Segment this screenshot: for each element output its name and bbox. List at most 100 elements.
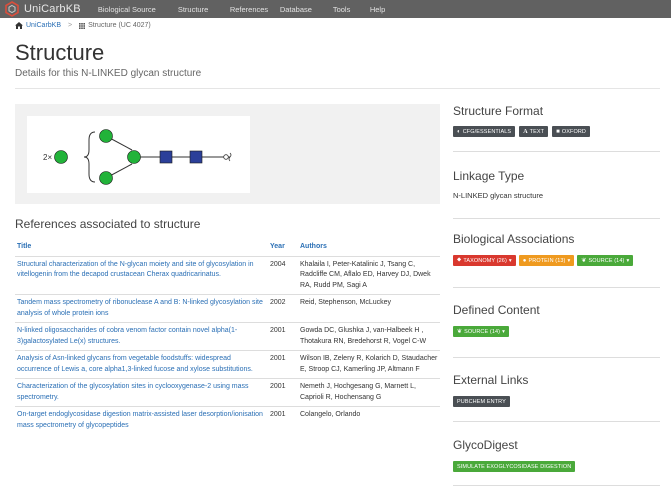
reference-title-link[interactable]: Structural characterization of the N-gly… (15, 255, 268, 295)
mannose-icon (54, 150, 68, 164)
nav-biological-source[interactable]: Biological Source (97, 4, 156, 14)
glcnac-icon (159, 150, 173, 164)
table-row: Analysis of Asn-linked glycans from vege… (15, 350, 440, 379)
reference-authors: Reid, Stephenson, McLuckey (298, 294, 440, 323)
glycodigest-heading: GlycoDigest (453, 438, 518, 452)
brand[interactable]: UniCarbKB (4, 1, 81, 17)
external-links-heading: External Links (453, 373, 529, 387)
table-row: Characterization of the glycosylation si… (15, 378, 440, 407)
glcnac-icon (189, 150, 203, 164)
linkage-type-section: Linkage Type N-LINKED glycan structure (453, 169, 660, 200)
table-row: Tandem mass spectrometry of ribonuclease… (15, 294, 440, 323)
leaf-icon: ❦ (457, 329, 463, 335)
glycan-diagram: 2× (43, 129, 232, 185)
defined-content-section: Defined Content ❦SOURCE (14)▾ (453, 303, 660, 337)
glycodigest-section: GlycoDigest SIMULATE EXOGLYCOSIDASE DIGE… (453, 438, 660, 472)
reference-year: 2001 (268, 378, 298, 407)
reference-title-link[interactable]: Tandem mass spectrometry of ribonuclease… (15, 294, 268, 323)
taxonomy-label: TAXONOMY (26) (463, 257, 507, 264)
reference-year: 2001 (268, 350, 298, 379)
header-divider (15, 88, 660, 89)
breadcrumb-current-label: Structure (UC 4027) (88, 22, 151, 29)
nav-database[interactable]: Database (279, 4, 312, 14)
protein-icon: ● (522, 257, 527, 264)
sidebar-divider (453, 485, 660, 486)
reference-authors: Gowda DC, Glushka J, van-Halbeek H , Tho… (298, 322, 440, 351)
oxford-format-label: OXFORD (561, 128, 586, 135)
breadcrumb-separator: > (68, 22, 73, 29)
mannose-icon (99, 171, 113, 185)
cfg-essentials-button[interactable]: ◐CFG/ESSENTIALS (453, 126, 516, 137)
sidebar-divider (453, 287, 660, 288)
reference-title-link[interactable]: Characterization of the glycosylation si… (15, 378, 268, 407)
sidebar-divider (453, 218, 660, 219)
table-row: On-target endoglycosidase digestion matr… (15, 406, 440, 434)
source-dropdown-button[interactable]: ❦SOURCE (14)▾ (577, 255, 634, 266)
oxford-format-button[interactable]: ■OXFORD (552, 126, 590, 137)
sidebar-divider (453, 357, 660, 358)
linkage-type-value: N-LINKED glycan structure (453, 191, 544, 200)
breadcrumb-current: Structure (UC 4027) (79, 22, 151, 29)
column-header-authors[interactable]: Authors (298, 238, 440, 257)
protein-dropdown-button[interactable]: ●PROTEIN (13)▾ (518, 255, 575, 266)
reference-title-link[interactable]: N-linked oligosaccharides of cobra venom… (15, 322, 268, 351)
references-table: Title Year Authors Structural characteri… (15, 238, 440, 434)
caret-down-icon: ▾ (508, 257, 512, 264)
column-header-year[interactable]: Year (268, 238, 298, 257)
simulate-digestion-button[interactable]: SIMULATE EXOGLYCOSIDASE DIGESTION (453, 461, 576, 472)
breadcrumb: UniCarbKB > Structure (UC 4027) (15, 22, 151, 29)
source-label: SOURCE (14) (588, 257, 625, 264)
biological-associations-heading: Biological Associations (453, 232, 575, 246)
column-header-title[interactable]: Title (15, 238, 268, 257)
brand-name: UniCarbKB (24, 3, 81, 15)
page-title: Structure (15, 40, 105, 65)
taxonomy-dropdown-button[interactable]: ⬥TAXONOMY (26)▾ (453, 255, 516, 266)
brace-icon (83, 131, 96, 183)
structure-format-heading: Structure Format (453, 104, 544, 118)
references-heading: References associated to structure (15, 217, 201, 231)
nav-references[interactable]: References (229, 4, 269, 14)
reference-title-link[interactable]: On-target endoglycosidase digestion matr… (15, 406, 268, 434)
contrast-icon: ◐ (457, 128, 461, 135)
linkage-type-heading: Linkage Type (453, 169, 525, 183)
grid-icon (79, 22, 86, 29)
glycan-multiplier: 2× (43, 153, 52, 162)
unicarbkb-logo-icon (5, 1, 19, 17)
text-format-label: TEXT (529, 128, 545, 135)
caret-down-icon: ▾ (567, 257, 571, 264)
nav-help[interactable]: Help (369, 4, 386, 14)
biological-associations-section: Biological Associations ⬥TAXONOMY (26)▾ … (453, 232, 660, 266)
reference-authors: Colangelo, Orlando (298, 406, 440, 434)
caret-down-icon: ▾ (626, 257, 630, 264)
font-icon: A (523, 128, 528, 135)
table-row: N-linked oligosaccharides of cobra venom… (15, 322, 440, 351)
glycan-structure-image: 2× (27, 116, 250, 193)
defined-source-label: SOURCE (14) (464, 328, 501, 335)
breadcrumb-home[interactable]: UniCarbKB (15, 22, 61, 29)
glycan-panel: 2× (15, 104, 440, 204)
mannose-icon (127, 150, 141, 164)
defined-content-heading: Defined Content (453, 303, 540, 317)
reference-year: 2001 (268, 322, 298, 351)
tag-icon: ⬥ (457, 257, 462, 263)
external-links-section: External Links PUBCHEM ENTRY (453, 373, 660, 407)
nav-tools[interactable]: Tools (332, 4, 351, 14)
square-icon: ■ (556, 128, 560, 135)
mannose-icon (99, 129, 113, 143)
caret-down-icon: ▾ (502, 328, 505, 335)
leaf-icon: ❦ (581, 258, 587, 264)
reducing-end-icon (223, 154, 229, 160)
sidebar-divider (453, 421, 660, 422)
table-row: Structural characterization of the N-gly… (15, 255, 440, 295)
pubchem-entry-button[interactable]: PUBCHEM ENTRY (453, 396, 510, 407)
page-subtitle: Details for this N-LINKED glycan structu… (15, 68, 202, 79)
reference-authors: Wilson IB, Zeleny R, Kolarich D, Staudac… (298, 350, 440, 379)
reference-title-link[interactable]: Analysis of Asn-linked glycans from vege… (15, 350, 268, 379)
reference-authors: Khalaila I, Peter-Katalinic J, Tsang C, … (298, 255, 440, 295)
home-icon (15, 22, 23, 29)
nav-structure[interactable]: Structure (177, 4, 209, 14)
defined-source-dropdown-button[interactable]: ❦SOURCE (14)▾ (453, 326, 509, 337)
reference-authors: Nemeth J, Hochgesang G, Marnett L, Capri… (298, 378, 440, 407)
